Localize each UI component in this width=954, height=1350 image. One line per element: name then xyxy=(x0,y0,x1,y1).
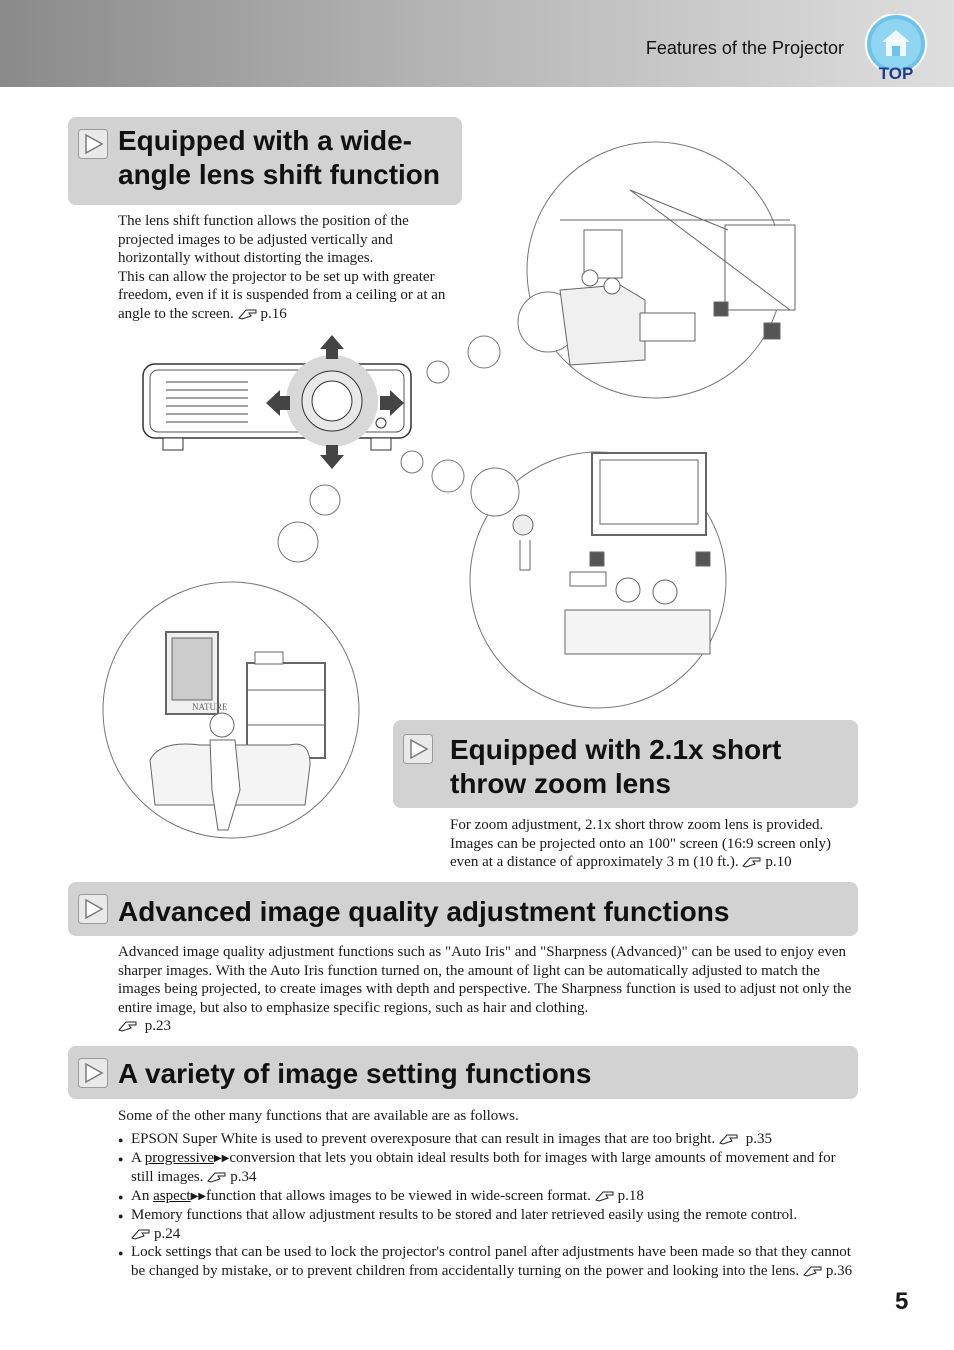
section-title-image-settings: A variety of image setting functions xyxy=(118,1058,592,1089)
page-reference-text: p.23 xyxy=(144,1018,171,1034)
list-item-text: EPSON Super White is used to prevent ove… xyxy=(131,1131,716,1147)
section-body-zoom-lens: For zoom adjustment, 2.1x short throw zo… xyxy=(450,816,858,872)
list-item: EPSON Super White is used to prevent ove… xyxy=(118,1130,858,1149)
section-heading-image-quality: Advanced image quality adjustment functi… xyxy=(68,882,858,936)
hand-pointer-icon xyxy=(237,309,257,320)
glossary-link-progressive[interactable]: progressive xyxy=(144,1149,214,1166)
page-reference-text: p.10 xyxy=(765,854,792,870)
top-label: TOP xyxy=(878,64,914,83)
page-reference[interactable]: p.36 xyxy=(803,1263,852,1279)
poster-label: NATURE xyxy=(192,702,228,712)
page-reference[interactable]: p.16 xyxy=(237,305,287,322)
page-number: 5 xyxy=(895,1288,909,1315)
list-item: An aspect▶▶function that allows images t… xyxy=(118,1187,858,1207)
page-reference[interactable]: p.35 xyxy=(719,1131,772,1147)
lens-shift-paragraph-2-text: This can allow the projector to be set u… xyxy=(118,268,446,322)
page-reference-text: p.35 xyxy=(745,1131,772,1147)
section-heading-lens-shift: Equipped with a wide- angle lens shift f… xyxy=(68,117,462,205)
page-reference[interactable]: p.34 xyxy=(207,1169,257,1185)
list-item-text: function that allows images to be viewed… xyxy=(205,1187,591,1204)
section-body-image-quality: Advanced image quality adjustment functi… xyxy=(118,943,858,1036)
lens-shift-paragraph-1: The lens shift function allows the posit… xyxy=(118,213,409,266)
triangle-marker-icon xyxy=(78,1058,108,1088)
section-heading-zoom-lens: Equipped with 2.1x short throw zoom lens xyxy=(393,720,858,808)
hand-pointer-icon xyxy=(118,1021,137,1032)
section-title-image-quality: Advanced image quality adjustment functi… xyxy=(118,896,730,927)
page-reference[interactable]: p.18 xyxy=(594,1187,644,1204)
section-title-lens-shift: Equipped with a wide- angle lens shift f… xyxy=(118,124,440,192)
page-reference-text: p.18 xyxy=(617,1187,644,1204)
page-reference[interactable]: p.23 xyxy=(118,1018,171,1034)
page-reference-text: p.24 xyxy=(154,1225,181,1242)
glossary-arrow-icon: ▶▶ xyxy=(213,1152,230,1164)
hand-pointer-icon xyxy=(719,1134,738,1145)
hand-pointer-icon xyxy=(803,1266,822,1277)
section-title-zoom-lens: Equipped with 2.1x short throw zoom lens xyxy=(450,733,781,801)
home-icon xyxy=(865,13,927,75)
list-item: Memory functions that allow adjustment r… xyxy=(118,1206,858,1243)
hand-pointer-icon xyxy=(594,1191,614,1202)
feature-list: EPSON Super White is used to prevent ove… xyxy=(118,1130,858,1280)
image-quality-paragraph: Advanced image quality adjustment functi… xyxy=(118,944,852,1016)
title-line-1: Equipped with 2.1x short xyxy=(450,734,782,765)
list-item-text: Lock settings that can be used to lock t… xyxy=(131,1244,851,1279)
hand-pointer-icon xyxy=(131,1229,150,1240)
section-heading-image-settings: A variety of image setting functions xyxy=(68,1046,858,1099)
page-header: Features of the Projector TOP xyxy=(0,0,954,87)
hand-pointer-icon xyxy=(742,857,761,868)
lens-shift-paragraph-2: This can allow the projector to be set u… xyxy=(118,268,463,324)
list-item-text: conversion that lets you obtain ideal re… xyxy=(131,1149,836,1186)
title-line-2: throw zoom lens xyxy=(450,768,671,799)
page-reference-text: p.36 xyxy=(825,1262,853,1279)
room-scenes-illustration: NATURE xyxy=(102,141,796,839)
zoom-lens-paragraph: For zoom adjustment, 2.1x short throw zo… xyxy=(450,817,831,870)
image-settings-intro: Some of the other many functions that ar… xyxy=(118,1108,519,1124)
projector-lens-shift-illustration xyxy=(142,335,412,469)
page-reference[interactable]: p.24 xyxy=(131,1226,180,1242)
section-body-lens-shift: The lens shift function allows the posit… xyxy=(118,212,463,323)
triangle-marker-icon xyxy=(403,734,433,764)
glossary-arrow-icon: ▶▶ xyxy=(190,1190,206,1202)
title-line-2: angle lens shift function xyxy=(118,159,441,190)
list-item: A progressive▶▶conversion that lets you … xyxy=(118,1149,858,1187)
list-item-text: Memory functions that allow adjustment r… xyxy=(131,1207,798,1223)
list-item-prefix: An xyxy=(131,1187,154,1204)
hand-pointer-icon xyxy=(207,1172,226,1183)
triangle-marker-icon xyxy=(78,129,108,159)
title-line-1: Equipped with a wide- xyxy=(118,125,412,156)
header-title: Features of the Projector xyxy=(645,38,844,58)
glossary-link-aspect[interactable]: aspect xyxy=(153,1187,191,1204)
list-item: Lock settings that can be used to lock t… xyxy=(118,1243,858,1280)
triangle-marker-icon xyxy=(78,894,108,924)
list-item-prefix: A xyxy=(131,1149,145,1166)
page-reference-text: p.16 xyxy=(260,305,287,322)
page-reference[interactable]: p.10 xyxy=(742,854,792,870)
top-button[interactable]: TOP xyxy=(862,13,930,86)
page-reference-text: p.34 xyxy=(230,1169,257,1185)
